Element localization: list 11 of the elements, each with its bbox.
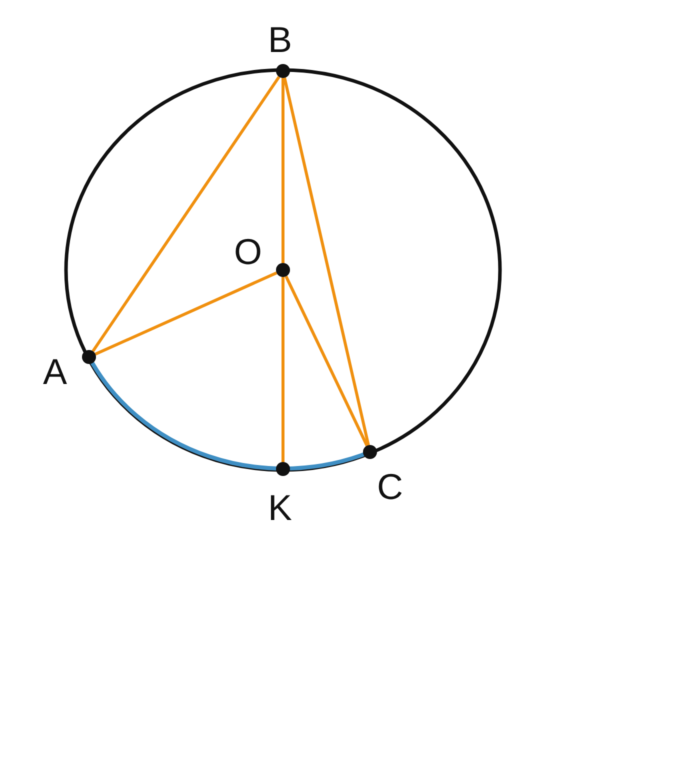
line-segment	[94, 272, 278, 356]
line-segment	[282, 277, 284, 462]
line-segment	[283, 78, 370, 446]
point-label: B	[268, 22, 292, 58]
point-label: A	[43, 354, 67, 390]
line-segment	[284, 276, 368, 446]
line-segment	[282, 78, 284, 263]
point-label: K	[268, 490, 292, 526]
line-segment	[92, 76, 280, 352]
point-label: O	[234, 234, 262, 270]
point-label: C	[377, 469, 403, 505]
